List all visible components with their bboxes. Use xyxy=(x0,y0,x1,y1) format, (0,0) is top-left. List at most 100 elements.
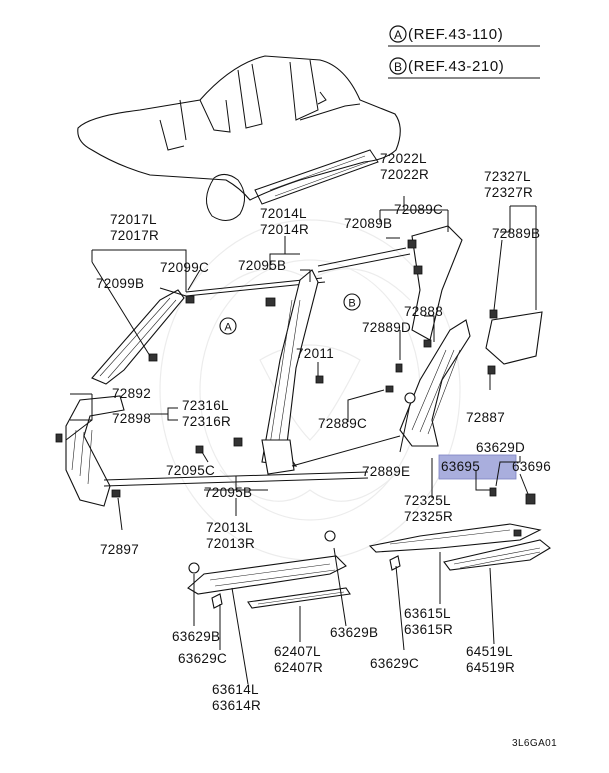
part-number-text: 64519R xyxy=(466,660,515,675)
part-number-text: 72889D xyxy=(362,320,411,335)
part-number-text: 72316L xyxy=(182,398,229,413)
callout-a-letter: A xyxy=(224,322,232,334)
part-number-text: 72011 xyxy=(296,346,334,361)
part-label-63629d[interactable]: 63629D xyxy=(476,440,525,455)
part-number-text: 64519L xyxy=(466,644,513,659)
callout-b[interactable]: B xyxy=(343,293,361,311)
reference-b-circle-letter: B xyxy=(394,60,402,74)
part-number-text: 63629D xyxy=(476,440,525,455)
part-label-72089b[interactable]: 72089B xyxy=(344,216,392,231)
step-plate-rear xyxy=(443,539,551,571)
part-number-text: 72022L xyxy=(380,151,427,166)
part-label-72889b[interactable]: 72889B xyxy=(492,226,540,241)
part-number-text: 72013R xyxy=(206,536,255,551)
part-label-72099c[interactable]: 72099C xyxy=(160,260,209,275)
part-number-text: 72017L xyxy=(110,212,157,227)
part-label-72898[interactable]: 72898 xyxy=(112,411,151,426)
part-label-72095c[interactable]: 72095C xyxy=(166,463,215,478)
part-number-text: 72327R xyxy=(484,185,533,200)
reference-a[interactable]: A (REF.43-110) xyxy=(388,25,540,47)
part-number-text: 62407L xyxy=(274,644,321,659)
part-number-text: 72095B xyxy=(204,485,252,500)
part-label-72095b-top[interactable]: 72095B xyxy=(238,258,286,273)
part-number-text: 72013L xyxy=(206,520,253,535)
leader-lines xyxy=(65,196,537,685)
part-label-72095b-bottom[interactable]: 72095B xyxy=(204,485,252,500)
step-plate-front xyxy=(247,587,351,609)
diagram-code: 3L6GA01 xyxy=(512,738,557,749)
reference-b[interactable]: B (REF.43-210) xyxy=(388,57,540,79)
part-number-text: 72022R xyxy=(380,167,429,182)
part-number-text: 72316R xyxy=(182,414,231,429)
part-label-72889d[interactable]: 72889D xyxy=(362,320,411,335)
callout-a[interactable]: A xyxy=(219,317,237,335)
part-number-text: 63615L xyxy=(404,606,451,621)
part-number-text: 63629B xyxy=(330,625,378,640)
part-number-text: 72089C xyxy=(394,202,443,217)
part-number-text: 62407R xyxy=(274,660,323,675)
part-label-63695[interactable]: 63695 xyxy=(441,459,480,474)
part-number-text: 63614L xyxy=(212,682,259,697)
part-number-text: 72892 xyxy=(112,386,151,401)
part-label-72887[interactable]: 72887 xyxy=(466,410,505,425)
part-label-72892[interactable]: 72892 xyxy=(112,386,151,401)
part-label-72011[interactable]: 72011 xyxy=(296,346,334,361)
reference-b-text: (REF.43-210) xyxy=(408,58,504,75)
highlight-box xyxy=(438,454,517,480)
part-number-text: 72014R xyxy=(260,222,309,237)
part-number-text: 72889C xyxy=(318,416,367,431)
part-label-72099b[interactable]: 72099B xyxy=(96,276,144,291)
part-number-text: 72887 xyxy=(466,410,505,425)
part-label-63696[interactable]: 63696 xyxy=(512,459,551,474)
part-label-72897[interactable]: 72897 xyxy=(100,542,139,557)
part-number-text: 72095B xyxy=(238,258,286,273)
part-number-text: 63696 xyxy=(512,459,551,474)
part-number-text: 72327L xyxy=(484,169,531,184)
part-number-text: 63629C xyxy=(370,656,419,671)
part-label-72888[interactable]: 72888 xyxy=(404,304,443,319)
part-label-63629b-left[interactable]: 63629B xyxy=(172,629,220,644)
callout-b-letter: B xyxy=(348,298,355,310)
part-label-63629c-left[interactable]: 63629C xyxy=(178,651,227,666)
b-pillar-trim xyxy=(261,247,411,475)
reference-a-circle-letter: A xyxy=(394,28,402,42)
part-label-72889e[interactable]: 72889E xyxy=(362,464,410,479)
part-number-text: 72888 xyxy=(404,304,443,319)
part-number-text: 72325L xyxy=(404,493,451,508)
part-number-text: 63629B xyxy=(172,629,220,644)
scuff-plate-rear xyxy=(368,523,542,553)
part-label-72889c[interactable]: 72889C xyxy=(318,416,367,431)
part-label-72089c-top[interactable]: 72089C xyxy=(394,202,443,217)
fasteners xyxy=(55,239,536,609)
reference-a-text: (REF.43-110) xyxy=(408,26,503,43)
part-number-text: 72089B xyxy=(344,216,392,231)
part-number-text: 72095C xyxy=(166,463,215,478)
vehicle-body-outline xyxy=(77,55,401,221)
part-number-text: 63629C xyxy=(178,651,227,666)
part-number-text: 72897 xyxy=(100,542,139,557)
part-number-text: 72014L xyxy=(260,206,307,221)
c-pillar-trim xyxy=(291,225,543,467)
part-number-text: 63695 xyxy=(441,459,480,474)
part-number-text: 72898 xyxy=(112,411,151,426)
part-label-63629c-right[interactable]: 63629C xyxy=(370,656,419,671)
part-number-text: 72099B xyxy=(96,276,144,291)
scuff-plate-front xyxy=(187,555,347,595)
part-number-text: 72889E xyxy=(362,464,410,479)
part-number-text: 63614R xyxy=(212,698,261,713)
part-label-63629b-right[interactable]: 63629B xyxy=(330,625,378,640)
part-number-text: 72017R xyxy=(110,228,159,243)
